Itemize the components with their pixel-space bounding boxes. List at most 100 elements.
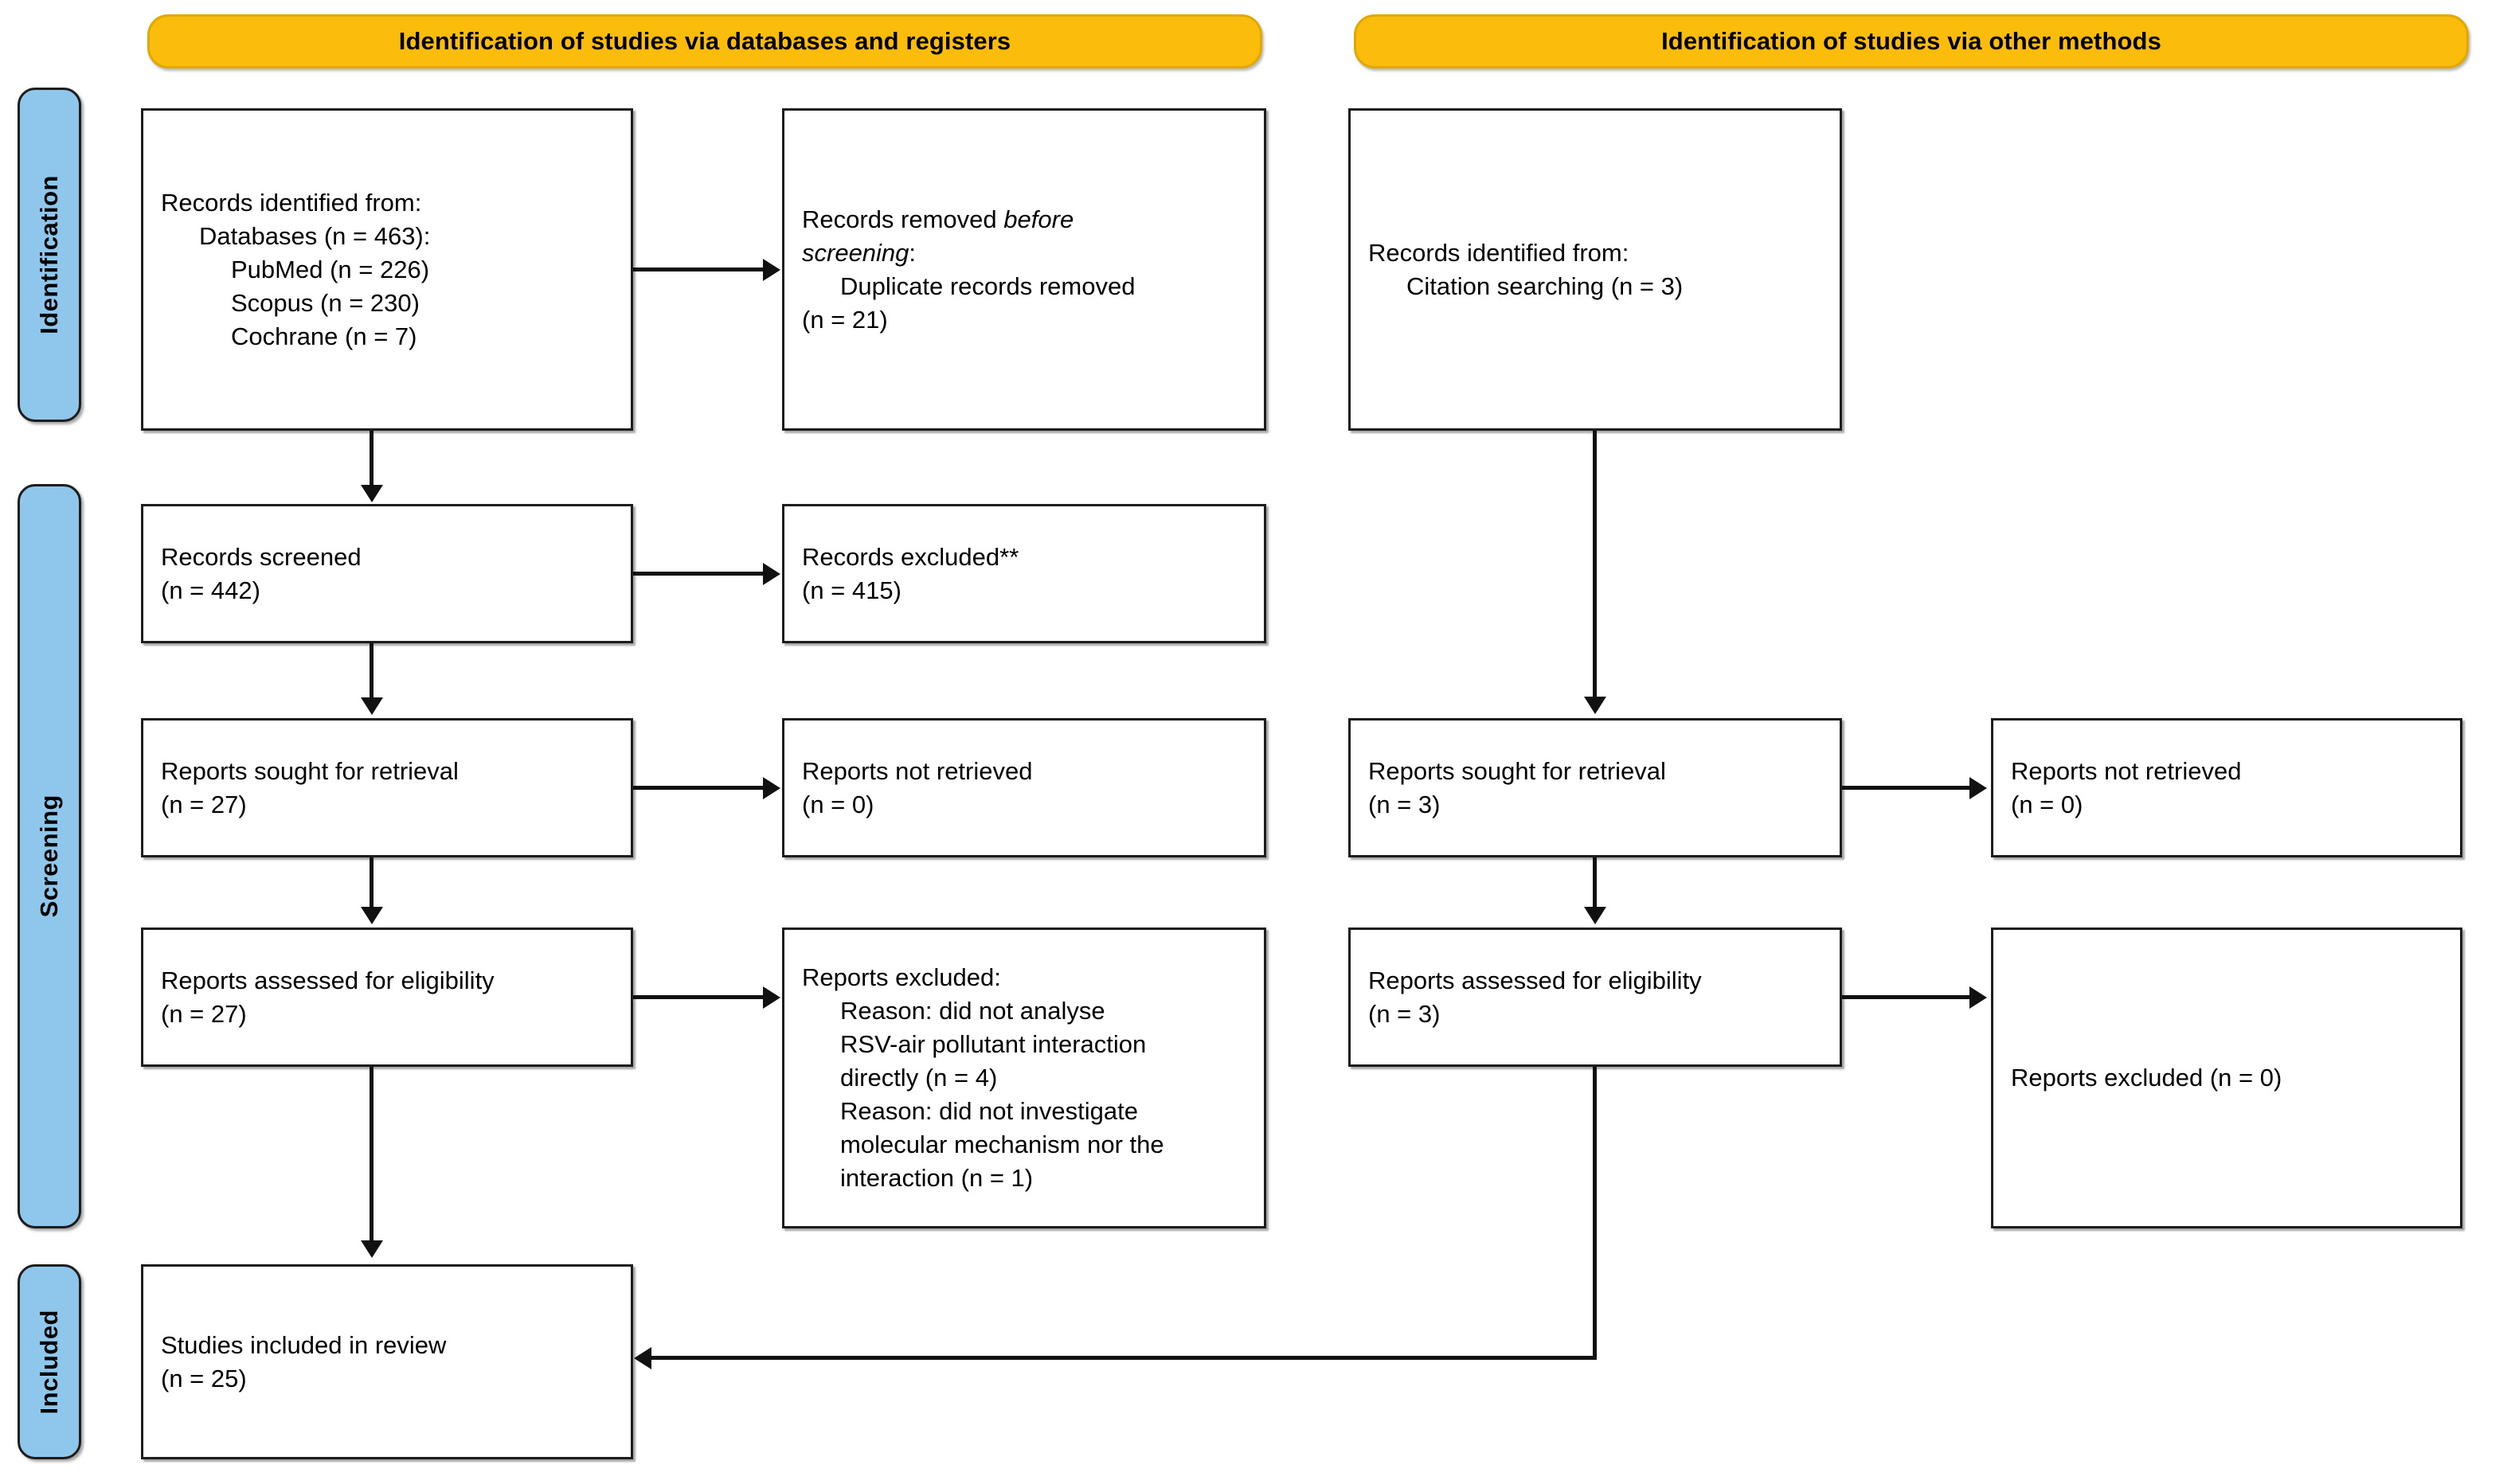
reports-excluded-line2: Reason: did not analyse bbox=[840, 997, 1105, 1025]
box-reports-sought-retrieval-left: Reports sought for retrieval (n = 27) bbox=[141, 718, 633, 857]
box-records-removed-before-screening: Records removed before screening: Duplic… bbox=[782, 108, 1266, 431]
box-reports-not-retrieved-left: Reports not retrieved (n = 0) bbox=[782, 718, 1266, 857]
box-records-identified-citation: Records identified from: Citation search… bbox=[1348, 108, 1842, 431]
reports-not-retrieved-right-line2: (n = 0) bbox=[2011, 790, 2083, 818]
box-records-screened-text: Records screened (n = 442) bbox=[161, 541, 362, 607]
box-records-removed-text: Records removed before screening: Duplic… bbox=[802, 203, 1135, 337]
box-records-excluded: Records excluded** (n = 415) bbox=[782, 504, 1266, 643]
banner-databases-registers: Identification of studies via databases … bbox=[147, 14, 1262, 68]
box-reports-excluded-reasons: Reports excluded: Reason: did not analys… bbox=[782, 928, 1266, 1228]
reports-excluded-right-line1: Reports excluded (n = 0) bbox=[2011, 1064, 2282, 1092]
records-identified-line1: Records identified from: bbox=[161, 188, 422, 217]
connector-right-to-included-horizontal bbox=[651, 1356, 1597, 1360]
reports-not-retrieved-right-line1: Reports not retrieved bbox=[2011, 756, 2242, 785]
arrowhead-sought-to-not-retrieved-right bbox=[1969, 777, 1987, 799]
reports-assessed-left-line1: Reports assessed for eligibility bbox=[161, 966, 495, 994]
studies-included-line1: Studies included in review bbox=[161, 1330, 447, 1359]
records-removed-line4: (n = 21) bbox=[802, 305, 888, 334]
connector-screened-to-sought bbox=[370, 643, 374, 701]
connector-identified-to-screened bbox=[370, 431, 374, 488]
records-removed-line2b: : bbox=[909, 238, 917, 267]
banner-databases-registers-label: Identification of studies via databases … bbox=[398, 27, 1011, 55]
box-reports-not-retrieved-left-text: Reports not retrieved (n = 0) bbox=[802, 755, 1032, 822]
reports-sought-left-line1: Reports sought for retrieval bbox=[161, 756, 459, 785]
box-reports-not-retrieved-right: Reports not retrieved (n = 0) bbox=[1991, 718, 2462, 857]
reports-excluded-line1: Reports excluded: bbox=[802, 963, 1001, 991]
box-records-excluded-text: Records excluded** (n = 415) bbox=[802, 541, 1019, 607]
records-identified-line2: Databases (n = 463): bbox=[199, 221, 431, 250]
connector-assessed-to-excluded-left bbox=[633, 995, 765, 999]
arrowhead-sought-to-not-retrieved-left bbox=[763, 777, 780, 799]
box-reports-excluded-right: Reports excluded (n = 0) bbox=[1991, 928, 2462, 1228]
banner-other-methods: Identification of studies via other meth… bbox=[1354, 14, 2469, 68]
stage-label-identification-text: Identification bbox=[35, 175, 63, 334]
reports-assessed-left-line2: (n = 27) bbox=[161, 999, 247, 1028]
box-records-screened: Records screened (n = 442) bbox=[141, 504, 633, 643]
connector-screened-to-excluded bbox=[633, 572, 765, 576]
box-reports-excluded-reasons-text: Reports excluded: Reason: did not analys… bbox=[802, 961, 1164, 1195]
reports-excluded-line4: directly (n = 4) bbox=[840, 1064, 998, 1092]
reports-assessed-right-line2: (n = 3) bbox=[1368, 999, 1441, 1028]
box-studies-included-in-review: Studies included in review (n = 25) bbox=[141, 1264, 633, 1459]
connector-identified-to-removed bbox=[633, 268, 765, 271]
reports-excluded-line6: molecular mechanism nor the bbox=[840, 1131, 1164, 1158]
stage-label-included: Included bbox=[18, 1264, 81, 1459]
records-identified-line5: Cochrane (n = 7) bbox=[231, 322, 417, 350]
box-reports-assessed-eligibility-right: Reports assessed for eligibility (n = 3) bbox=[1348, 928, 1842, 1067]
box-reports-assessed-eligibility-left: Reports assessed for eligibility (n = 27… bbox=[141, 928, 633, 1067]
box-reports-sought-retrieval-right-text: Reports sought for retrieval (n = 3) bbox=[1368, 755, 1666, 822]
connector-sought-to-assessed-right bbox=[1593, 857, 1597, 910]
box-records-identified-citation-text: Records identified from: Citation search… bbox=[1368, 236, 1683, 303]
arrowhead-citation-to-sought-right bbox=[1584, 697, 1606, 714]
records-removed-line2a: screening bbox=[802, 238, 909, 267]
box-studies-included-in-review-text: Studies included in review (n = 25) bbox=[161, 1329, 446, 1396]
box-reports-sought-retrieval-right: Reports sought for retrieval (n = 3) bbox=[1348, 718, 1842, 857]
connector-sought-to-not-retrieved-right bbox=[1842, 786, 1971, 790]
box-reports-excluded-right-text: Reports excluded (n = 0) bbox=[2011, 1061, 2282, 1095]
connector-assessed-to-studies-included bbox=[370, 1067, 374, 1244]
studies-included-line2: (n = 25) bbox=[161, 1364, 247, 1392]
arrowhead-sought-to-assessed-right bbox=[1584, 907, 1606, 924]
reports-assessed-right-line1: Reports assessed for eligibility bbox=[1368, 966, 1702, 994]
reports-excluded-line7: interaction (n = 1) bbox=[840, 1164, 1034, 1192]
records-screened-line1: Records screened bbox=[161, 542, 362, 571]
connector-assessed-to-excluded-right bbox=[1842, 995, 1971, 999]
box-reports-sought-retrieval-left-text: Reports sought for retrieval (n = 27) bbox=[161, 755, 459, 822]
box-reports-assessed-eligibility-left-text: Reports assessed for eligibility (n = 27… bbox=[161, 964, 495, 1031]
arrowhead-sought-to-assessed-left bbox=[361, 907, 383, 924]
arrowhead-assessed-to-excluded-right bbox=[1969, 986, 1987, 1009]
records-removed-line1a: Records removed bbox=[802, 205, 1004, 233]
reports-sought-right-line2: (n = 3) bbox=[1368, 790, 1441, 818]
arrowhead-right-to-included bbox=[634, 1347, 651, 1369]
box-records-identified-databases-text: Records identified from: Databases (n = … bbox=[161, 186, 430, 353]
arrowhead-screened-to-excluded bbox=[763, 563, 780, 585]
stage-label-screening: Screening bbox=[18, 484, 81, 1228]
records-excluded-line1: Records excluded** bbox=[802, 542, 1019, 571]
connector-citation-to-sought-right bbox=[1593, 431, 1597, 700]
records-identified-citation-line2: Citation searching (n = 3) bbox=[1406, 271, 1684, 300]
stage-label-screening-text: Screening bbox=[35, 795, 63, 918]
stage-label-included-text: Included bbox=[35, 1309, 63, 1415]
records-removed-line1b: before bbox=[1003, 205, 1074, 233]
reports-not-retrieved-left-line1: Reports not retrieved bbox=[802, 756, 1033, 785]
arrowhead-screened-to-sought bbox=[361, 697, 383, 715]
box-reports-assessed-eligibility-right-text: Reports assessed for eligibility (n = 3) bbox=[1368, 964, 1702, 1031]
records-identified-line4: Scopus (n = 230) bbox=[231, 288, 420, 317]
reports-excluded-line3: RSV-air pollutant interaction bbox=[840, 1030, 1147, 1058]
connector-right-to-included-vertical bbox=[1593, 1067, 1597, 1360]
box-reports-not-retrieved-right-text: Reports not retrieved (n = 0) bbox=[2011, 755, 2241, 822]
records-identified-line3: PubMed (n = 226) bbox=[231, 255, 430, 283]
records-excluded-line2: (n = 415) bbox=[802, 576, 902, 604]
arrowhead-identified-to-screened bbox=[361, 485, 383, 502]
reports-not-retrieved-left-line2: (n = 0) bbox=[802, 790, 874, 818]
records-screened-line2: (n = 442) bbox=[161, 576, 260, 604]
connector-sought-to-not-retrieved-left bbox=[633, 786, 765, 790]
arrowhead-assessed-to-excluded-left bbox=[763, 986, 780, 1009]
stage-label-identification: Identification bbox=[18, 88, 81, 422]
box-records-identified-databases: Records identified from: Databases (n = … bbox=[141, 108, 633, 431]
reports-excluded-line5: Reason: did not investigate bbox=[840, 1097, 1138, 1125]
arrowhead-identified-to-removed bbox=[763, 259, 780, 281]
reports-sought-left-line2: (n = 27) bbox=[161, 790, 247, 818]
records-identified-citation-line1: Records identified from: bbox=[1368, 238, 1629, 267]
